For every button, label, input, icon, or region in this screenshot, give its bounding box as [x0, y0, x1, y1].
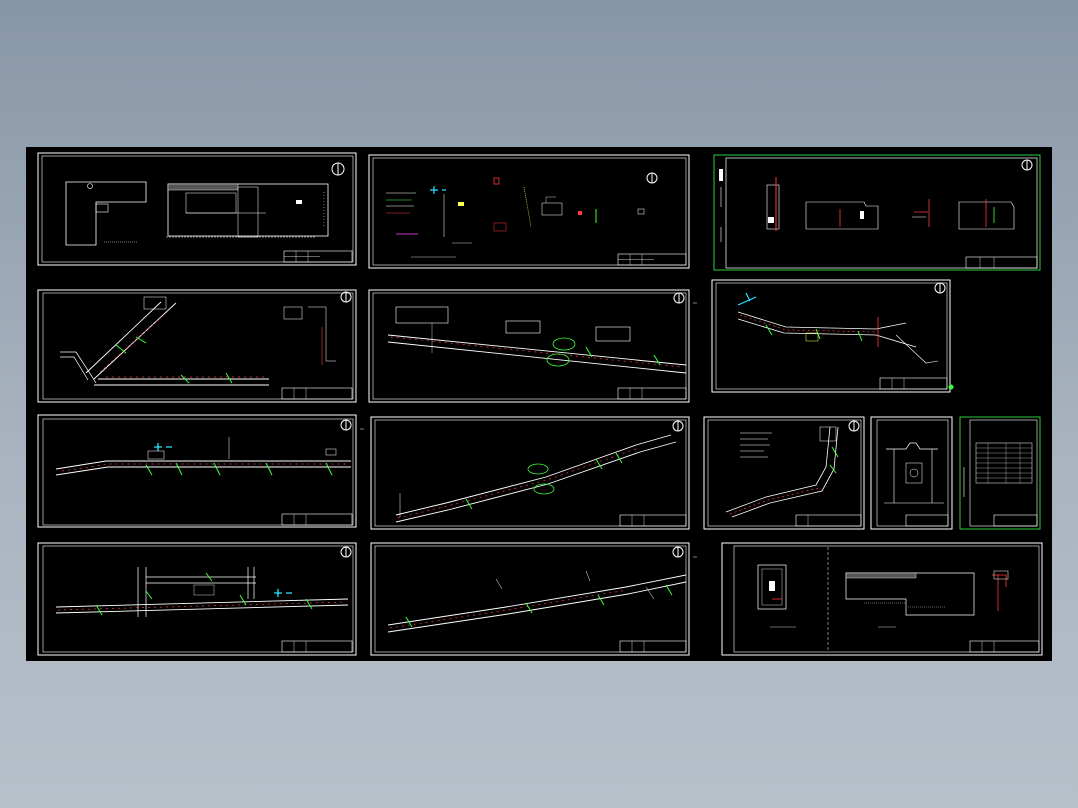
sheet-6[interactable]	[711, 279, 954, 393]
sheet-2[interactable]	[368, 154, 690, 269]
sheet-4-title-block	[281, 387, 353, 400]
sheet-4[interactable]	[37, 289, 357, 403]
sheet-5[interactable]	[368, 289, 690, 403]
sheet-9-title-block	[795, 514, 862, 527]
sheet-12-title-block	[281, 640, 353, 653]
sheet-5-title-block	[617, 387, 687, 400]
sheet-9[interactable]	[703, 416, 865, 530]
sheet-1-title-block	[283, 250, 353, 263]
sheet-8[interactable]	[370, 416, 690, 530]
cad-model-space[interactable]	[26, 147, 1052, 661]
sheet-9-notes	[740, 432, 772, 458]
sheet-13[interactable]	[370, 542, 690, 656]
sheet-2-legend	[386, 192, 416, 214]
sheet-7[interactable]	[37, 414, 357, 528]
drawing-canvas[interactable]	[26, 147, 1052, 661]
sheet-11[interactable]	[959, 416, 1041, 530]
sheet-7-title-block	[281, 513, 353, 526]
sheet-12[interactable]	[37, 542, 357, 656]
sheet-1[interactable]	[37, 152, 357, 266]
sheet-2-title-block	[617, 253, 687, 266]
sheet-8-title-block	[619, 514, 687, 527]
sheet-13-title-block	[619, 640, 687, 653]
sheet-10-title-block	[905, 514, 949, 527]
sheet-6-title-block	[879, 377, 948, 390]
sheet-11-title-block	[993, 514, 1038, 527]
sheet-14-title-block	[969, 640, 1040, 653]
sheet-6-marker-icon	[948, 384, 954, 390]
sheet-11-material-table	[975, 442, 1033, 484]
sheet-14[interactable]	[721, 542, 1043, 656]
sheet-10[interactable]	[870, 416, 953, 530]
sheet-3-title-block	[965, 256, 1038, 269]
sheet-3[interactable]	[713, 154, 1041, 271]
